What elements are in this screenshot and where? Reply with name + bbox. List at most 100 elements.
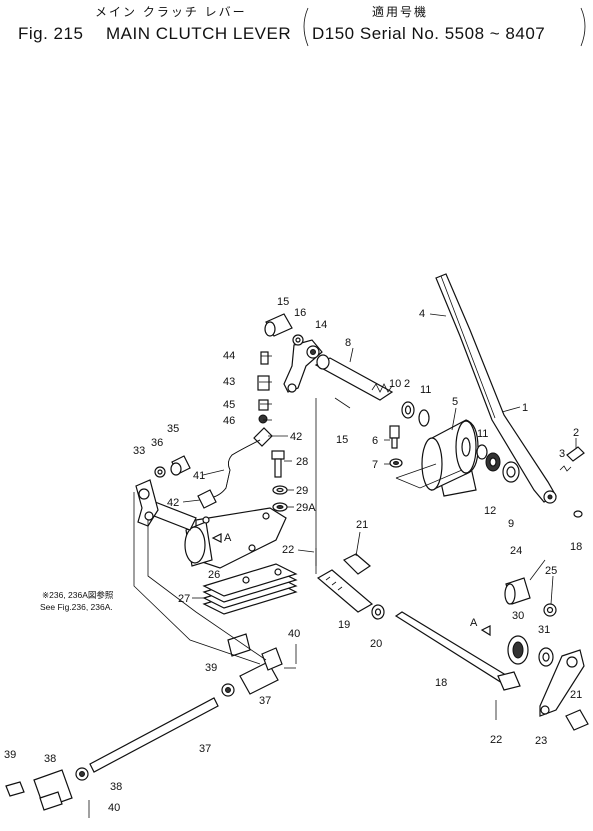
bolt-3-2 xyxy=(559,446,585,472)
figure-header: メイン クラッチ レバー 適用号機 Fig. 215 MAIN CLUTCH L… xyxy=(0,0,593,60)
rod-19 xyxy=(316,569,374,613)
callout-13: 18 xyxy=(570,541,582,553)
pin-21a xyxy=(342,553,371,575)
callout-37a: 37 xyxy=(259,695,271,707)
view-label-a2: A xyxy=(470,617,478,629)
callout-35: 36 xyxy=(151,437,163,449)
callout-28: 28 xyxy=(296,456,308,468)
bolt-28 xyxy=(271,450,285,478)
callout-26: 26 xyxy=(208,569,220,581)
bolt-34 xyxy=(170,455,191,476)
callout-9: 9 xyxy=(508,518,514,530)
pin-24 xyxy=(504,577,531,605)
bracket-26 xyxy=(184,507,287,569)
callout-17: 16 xyxy=(294,307,306,319)
grease-fittings xyxy=(253,351,273,447)
ring-11a xyxy=(418,409,430,427)
ring-11b xyxy=(476,444,488,460)
nut-17 xyxy=(292,334,304,346)
callout-11a: 11 xyxy=(420,384,431,396)
callout-39a: 39 xyxy=(205,662,217,674)
reference-note: ※236, 236A図参照 See Fig.236, 236A. xyxy=(40,590,114,612)
callout-25: 25 xyxy=(545,565,557,577)
callout-30: 30 xyxy=(512,610,524,622)
callout-42a: 42 xyxy=(290,431,302,443)
callout-5: 5 xyxy=(452,396,458,408)
view-arrow-a xyxy=(480,625,491,637)
main-lever xyxy=(435,273,557,504)
rod-36 xyxy=(89,697,219,773)
nut-38b xyxy=(221,683,235,697)
callout-2: 2 xyxy=(573,427,579,439)
serial-brackets xyxy=(303,7,586,47)
pin-15 xyxy=(334,397,351,409)
washer-7 xyxy=(389,458,403,468)
view-label-a1: A xyxy=(224,532,232,544)
callout-3: 3 xyxy=(559,448,565,460)
washer-29 xyxy=(272,485,288,495)
grease-tube-inner xyxy=(209,439,261,499)
callout-19: 19 xyxy=(338,619,350,631)
callout-40a: 40 xyxy=(288,628,300,640)
callout-15: 15 xyxy=(336,434,348,446)
callout-34: 35 xyxy=(167,423,179,435)
callout-27: 27 xyxy=(178,593,190,605)
callout-38: 38 xyxy=(110,781,122,793)
collar-9 xyxy=(502,461,520,483)
pin-21b xyxy=(565,709,589,731)
clevis-37-upper xyxy=(239,647,283,695)
callout-29: 29 xyxy=(296,485,308,497)
callout-46: 46 xyxy=(223,415,235,427)
callout-33: 33 xyxy=(133,445,145,457)
callout-11b: 11 xyxy=(477,428,488,440)
grease-tube xyxy=(209,439,261,499)
callout-43: 43 xyxy=(223,376,235,388)
bolt-6 xyxy=(389,425,400,449)
callout-36: 37 xyxy=(199,743,211,755)
nut-38 xyxy=(75,767,89,781)
callout-29a: 29A xyxy=(296,502,316,514)
callout-18: 18 xyxy=(435,677,447,689)
callout-10: 10 xyxy=(389,378,401,390)
shims-27 xyxy=(202,563,298,615)
callout-45: 45 xyxy=(223,399,235,411)
washer-31 xyxy=(538,647,554,667)
callout-21b: 21 xyxy=(570,689,582,701)
callout-42b: 42 xyxy=(167,497,179,509)
reference-note-jp: ※236, 236A図参照 xyxy=(42,590,114,600)
nut-35 xyxy=(154,466,166,478)
callout-31: 31 xyxy=(538,624,550,636)
callout-22b: 22 xyxy=(490,734,502,746)
callout-41: 41 xyxy=(193,470,205,482)
assembly-lines xyxy=(133,398,463,669)
pin-39-lower xyxy=(5,781,25,797)
model-serial: D150 Serial No. 5508 ~ 8407 xyxy=(312,24,546,43)
nut-25 xyxy=(543,603,557,617)
callout-20: 20 xyxy=(370,638,382,650)
lever-23 xyxy=(539,649,585,717)
callout-22a: 22 xyxy=(282,544,294,556)
callout-21a: 21 xyxy=(356,519,368,531)
reference-note-en: See Fig.236, 236A. xyxy=(40,602,113,612)
bolt-16 xyxy=(264,313,293,337)
shaft-8 xyxy=(314,354,394,401)
callout-1: 1 xyxy=(522,402,528,414)
callout-7: 7 xyxy=(372,459,378,471)
callout-24: 24 xyxy=(510,545,522,557)
bushing-30 xyxy=(507,635,529,665)
callout-labels: 4 1 2 3 18 8 15 16 14 15 10 2 11 5 6 7 1… xyxy=(4,296,582,814)
housing-5 xyxy=(421,419,479,497)
callout-14: 14 xyxy=(315,319,327,331)
clevis-37-lower xyxy=(33,769,73,811)
washer-29a xyxy=(272,502,288,512)
elbow-42 xyxy=(197,489,217,509)
figure-title: MAIN CLUTCH LEVER xyxy=(106,24,292,43)
callout-16: 15 xyxy=(277,296,289,308)
callout-12: 12 xyxy=(484,505,496,517)
pin-39-upper xyxy=(227,633,251,657)
lever-14 xyxy=(283,339,323,393)
callout-23: 23 xyxy=(535,735,547,747)
bearing-12 xyxy=(485,452,501,472)
callout-2b: 2 xyxy=(404,378,410,390)
